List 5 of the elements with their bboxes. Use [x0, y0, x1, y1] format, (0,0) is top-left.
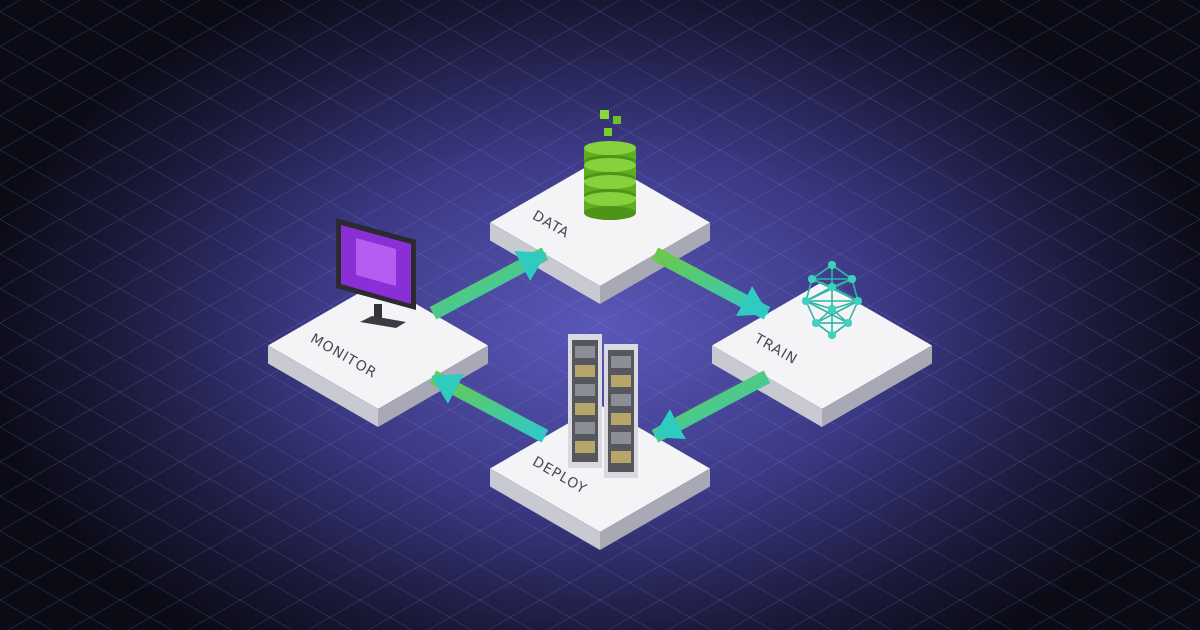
arrow — [651, 370, 771, 443]
platform — [712, 281, 932, 427]
arrow — [429, 370, 549, 443]
arrow — [429, 247, 549, 320]
arrow — [651, 247, 771, 320]
